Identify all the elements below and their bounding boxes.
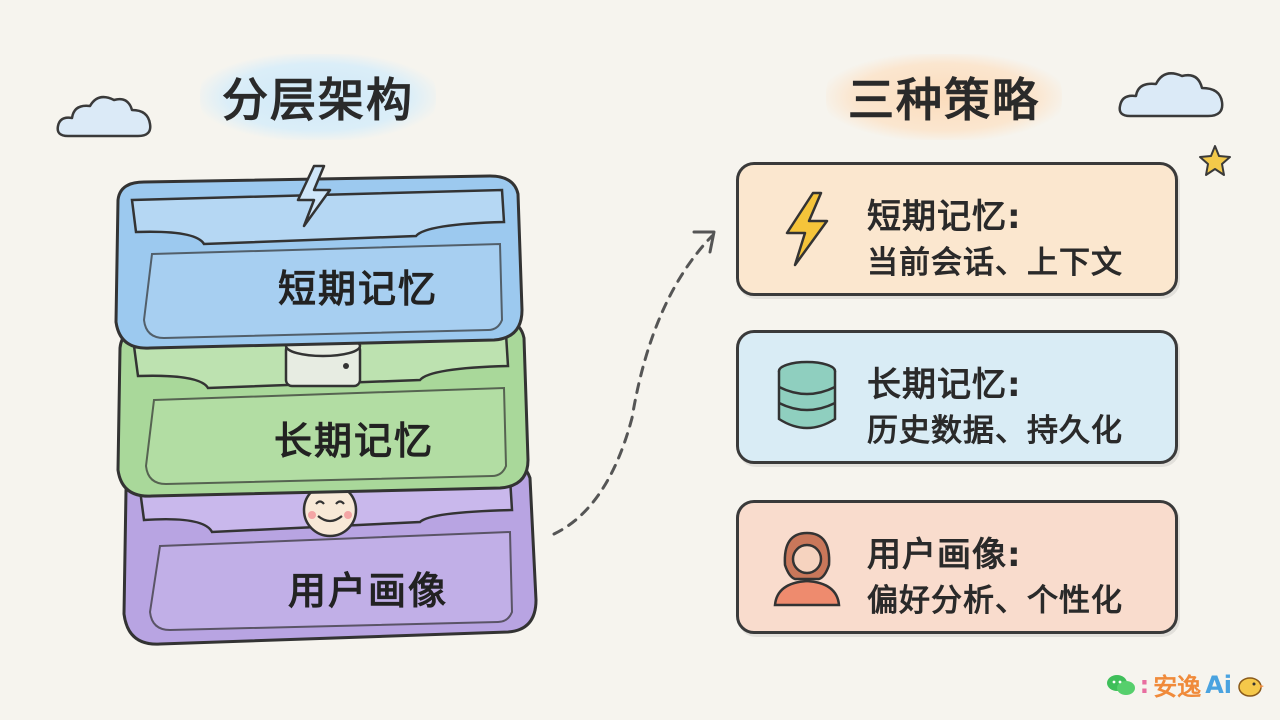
strategy-card-user-profile: 用户画像: 偏好分析、个性化: [736, 500, 1178, 634]
layer-label-user-profile: 用户画像: [287, 569, 448, 613]
strategy-detail: 历史数据、持久化: [867, 413, 1123, 449]
layer-short-term-tray: [114, 174, 524, 350]
strategy-heading: 用户画像:: [867, 535, 1022, 575]
star-icon: [1199, 145, 1231, 176]
brand-name: 安逸: [1153, 673, 1202, 701]
brand-suffix: Ai: [1205, 670, 1232, 699]
person-icon: [773, 531, 841, 607]
brand-watermark: : 安逸 Ai: [1106, 667, 1264, 702]
layer-stack: [114, 164, 538, 646]
brand-colon: :: [1139, 670, 1150, 699]
database-icon: [777, 360, 837, 430]
strategy-detail: 当前会话、上下文: [867, 245, 1123, 281]
arrow-icon: [552, 230, 716, 536]
wechat-icon: [1106, 674, 1135, 695]
strategy-card-long-term: 长期记忆: 历史数据、持久化: [736, 330, 1178, 464]
strategy-heading: 短期记忆:: [867, 197, 1022, 237]
cloud-icon: [56, 95, 152, 138]
layer-label-short-term: 短期记忆: [277, 267, 438, 311]
strategy-card-short-term: 短期记忆: 当前会话、上下文: [736, 162, 1178, 296]
cloud-icon: [1118, 72, 1224, 118]
left-title: 分层架构: [200, 54, 436, 140]
smiley-icon: [302, 482, 358, 538]
strategy-detail: 偏好分析、个性化: [867, 583, 1123, 619]
right-title: 三种策略: [826, 54, 1062, 140]
lightning-icon: [296, 164, 332, 228]
lightning-icon: [785, 191, 829, 267]
layer-label-long-term: 长期记忆: [273, 419, 434, 463]
strategy-heading: 长期记忆:: [867, 365, 1022, 405]
chick-icon: [1238, 676, 1264, 697]
